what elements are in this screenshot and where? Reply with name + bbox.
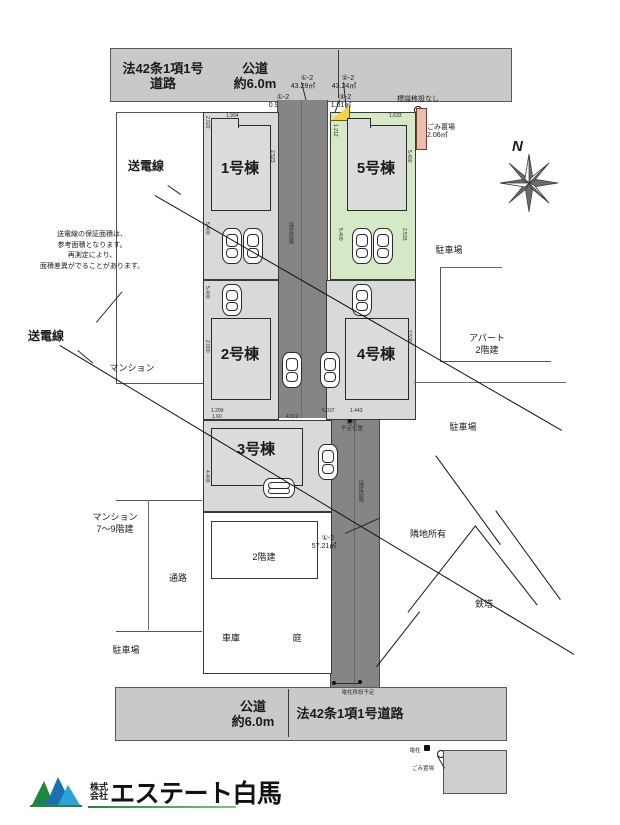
- apartment-top-edge: [440, 267, 502, 268]
- lot-3-car-b: [318, 444, 338, 480]
- private-road-centerline-b: [354, 418, 355, 688]
- lot-5-car-b: [373, 228, 393, 264]
- top-road-width-arrow: [338, 50, 339, 98]
- lot-1-dim-top: 1.994: [226, 113, 239, 119]
- lot-5-dim-left2: 5.400: [337, 228, 343, 241]
- right-divider: [414, 382, 566, 383]
- apartment-outline: [440, 267, 551, 362]
- pole-relocation-arrow: [334, 683, 359, 684]
- garage-label: 車庫: [221, 633, 240, 643]
- lot-1-house: [211, 125, 271, 211]
- mountain-icon: [28, 775, 84, 809]
- company-name: エステート白馬: [110, 780, 282, 808]
- bottom-public-road: [115, 687, 507, 741]
- top-road-law-label: 法42条1項1号 道路: [122, 61, 204, 91]
- tower-leg-right: [474, 526, 538, 606]
- lot-5-label: 5号棟: [356, 160, 396, 177]
- lot-2-dim-left2: 2.000: [204, 340, 210, 353]
- compass-rose: N: [496, 138, 562, 216]
- passage-label: 通路: [168, 573, 187, 583]
- mansion-left-label: マンション: [109, 363, 155, 373]
- lot-5-car-a: [352, 228, 372, 264]
- lot-3-house: [211, 428, 303, 486]
- existing-building: [211, 521, 318, 579]
- lot-1-dim-left2: 5.400: [204, 222, 210, 235]
- pole-relocation-label: 電柱移設予定: [341, 690, 375, 696]
- mansion-lower-left-label: マンション 7～9階建: [92, 512, 138, 534]
- lot-3-dim-left: 4.400: [204, 470, 210, 483]
- private-road-label-2: 協定道路: [357, 480, 364, 502]
- bottom-road-law-label: 法42条1項1号道路: [296, 706, 404, 721]
- existing-building-label: 2階建: [252, 552, 276, 562]
- top-public-road: [110, 48, 512, 102]
- company-logo: 株式 会社 エステート白馬: [28, 770, 282, 814]
- parking-lower-left-label: 駐車場: [112, 645, 140, 655]
- lot-3-label: 3号棟: [236, 441, 276, 458]
- lot-5-dim-top: 1.633: [389, 113, 402, 119]
- lot-2-dim-bottom: 1.299: [211, 408, 224, 414]
- lot-1-label: 1号棟: [220, 160, 260, 177]
- company-name-block: 株式 会社 エステート白馬: [90, 774, 282, 810]
- power-line-diag-4: [495, 510, 562, 600]
- lot-4-label: 4号棟: [356, 346, 396, 363]
- garbage-bottom-label: ごみ置場: [411, 766, 434, 772]
- pole-label: 電柱: [409, 748, 421, 754]
- steel-tower-label: 鉄塔: [474, 599, 493, 609]
- bottom-right-parcel: [443, 750, 507, 794]
- lot-4-dim-bottom2: 1.443: [350, 408, 363, 414]
- logo-underline: [88, 806, 236, 808]
- lot-2-label: 2号棟: [220, 346, 260, 363]
- garbage-area-label: ごみ置場 2.06㎡: [427, 124, 455, 140]
- garbage-area-strip: [416, 108, 427, 150]
- private-road-lower: [330, 418, 380, 688]
- parking-right-lower-label: 駐車場: [449, 422, 477, 432]
- pole-marker: [424, 745, 430, 751]
- left-neighbor-outline: [116, 112, 203, 384]
- lot-5-house-notch: [347, 118, 371, 128]
- lot-5-house: [347, 125, 407, 211]
- lot-5-dim-right: 5.400: [406, 150, 412, 163]
- lot-1-dim-right: 2.523: [269, 150, 275, 163]
- sign-no-relocation-label: 標識移設なし: [397, 96, 439, 103]
- lot-1-car-a: [222, 228, 242, 264]
- bottom-road-width-label: 公道 約6.0m: [231, 699, 275, 729]
- company-prefix: 株式 会社: [90, 782, 109, 801]
- private-road-centerline-a: [301, 100, 302, 418]
- power-line-left-label: 送電線: [27, 329, 64, 343]
- power-line-note: 送電線の保証面積は、 参考面積となります。 再測定により、 面積差異がでることが…: [39, 231, 145, 270]
- compass-north-label: N: [512, 138, 523, 155]
- lot-4-dim-bottom: 5.037: [322, 408, 335, 414]
- apartment-right-label: アパート 2階建: [469, 333, 505, 355]
- pole-relocation-marker-b: [358, 680, 362, 684]
- bottom-road-width-arrow: [288, 689, 289, 737]
- private-road-label-1: 協定道路: [287, 222, 294, 244]
- lot-2-car-b: [282, 352, 302, 388]
- lower-left-neighbor-outline: [116, 500, 202, 632]
- lot-1-dim-left: 2.022: [204, 116, 210, 129]
- lot-5-dim-right2: 2.533: [401, 228, 407, 241]
- tower-leg-lower-left: [375, 611, 420, 668]
- pole-planned-marker: [348, 419, 352, 423]
- lot-1-house-notch: [211, 118, 239, 128]
- lot-3-dim-top2: 4.912: [286, 414, 299, 420]
- power-line-top-label: 送電線: [127, 159, 164, 173]
- logo-subtext: Hakuba: [36, 800, 57, 806]
- parking-right-upper-label: 駐車場: [435, 245, 463, 255]
- pole-planned-label: 電柱 予定位置: [340, 420, 363, 433]
- garden-label: 庭: [292, 633, 302, 643]
- lot-3-car-a: [263, 478, 295, 498]
- lot-4-house: [345, 318, 409, 400]
- lot-2-dim-left: 5.400: [204, 286, 210, 299]
- lot-4-car-b: [320, 352, 340, 388]
- lot-5-dim-left: 1.212: [332, 124, 338, 137]
- lot-2-car-a: [222, 284, 242, 316]
- top-road-width-label: 公道 約6.0m: [233, 61, 277, 91]
- neighbor-owned-label: 隣地所有: [409, 529, 446, 539]
- lot-4-dim-right: 2.530: [406, 330, 412, 343]
- lower-left-vertical: [148, 500, 149, 630]
- lot-3-dim-top: 1.60: [212, 414, 222, 420]
- lot-2-house: [211, 318, 271, 400]
- lot-1-car-b: [243, 228, 263, 264]
